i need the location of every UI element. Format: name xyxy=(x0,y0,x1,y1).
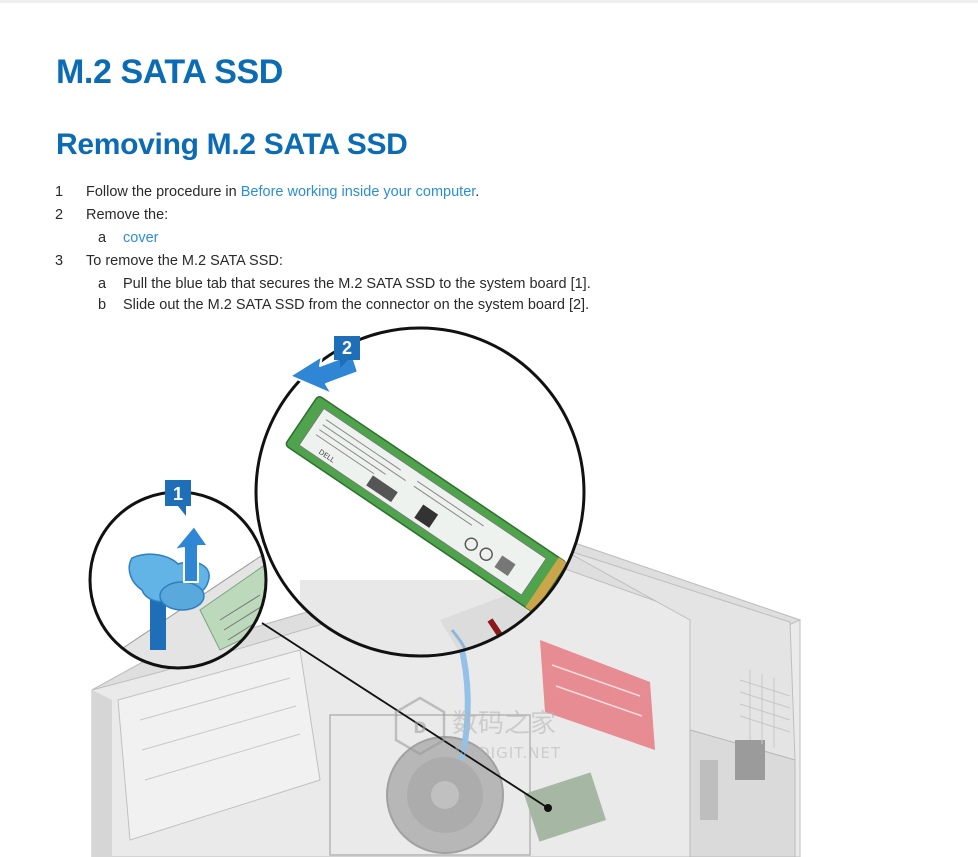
substep-letter: b xyxy=(98,297,107,313)
section-title: Removing M.2 SATA SSD xyxy=(56,128,408,161)
callout-1-number: 1 xyxy=(173,484,183,504)
callout-1-badge: 1 xyxy=(165,480,191,516)
step-1-text: Follow the procedure in xyxy=(86,184,241,200)
computer-chassis xyxy=(91,537,802,857)
substep-letter: a xyxy=(98,230,107,246)
step-number: 2 xyxy=(55,207,64,223)
step-number: 3 xyxy=(55,253,64,269)
page-title: M.2 SATA SSD xyxy=(56,53,283,91)
step-text: Remove the: xyxy=(86,207,169,223)
step-text: To remove the M.2 SATA SSD: xyxy=(86,253,283,269)
site-watermark: D 数码之家 MYDIGIT.NET xyxy=(394,696,561,762)
watermark-url: MYDIGIT.NET xyxy=(454,744,561,762)
svg-text:D: D xyxy=(413,718,426,737)
step-number: 1 xyxy=(55,184,64,200)
substep-text: Pull the blue tab that secures the M.2 S… xyxy=(123,276,591,292)
leader-line xyxy=(261,622,549,809)
before-working-link[interactable]: Before working inside your computer xyxy=(240,184,476,200)
substep-text: Slide out the M.2 SATA SSD from the conn… xyxy=(123,297,590,313)
ssd-removal-illustration: DELL 2 xyxy=(88,326,802,857)
callout-2-badge: 2 xyxy=(334,336,360,368)
top-divider xyxy=(0,0,978,3)
cover-link[interactable]: cover xyxy=(123,230,159,246)
substep-letter: a xyxy=(98,276,107,292)
callout-2-number: 2 xyxy=(342,338,352,358)
step-text: Follow the procedure in Before working i… xyxy=(86,182,479,202)
watermark-chinese: 数码之家 xyxy=(452,709,556,739)
step-1-period: . xyxy=(475,184,480,200)
